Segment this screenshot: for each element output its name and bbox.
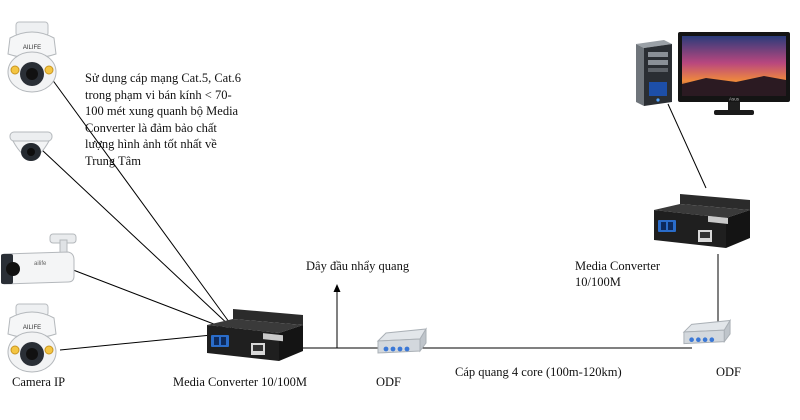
ptz-camera-bottom: AILIFE [7, 303, 57, 373]
dome-camera [9, 131, 53, 161]
media-converter-left [207, 309, 303, 361]
odf-right [682, 318, 731, 345]
cable-camera-ptz-top [37, 59, 233, 327]
label-patch-cord: Dây đầu nhẩy quang [306, 259, 410, 273]
converter-to-pc-line [667, 103, 707, 189]
monitor-brand-label: Asus [729, 97, 740, 102]
cable-usage-note: Sử dụng cáp mạng Cat.5, Cat.6 trong phạm… [85, 71, 242, 168]
odf-left [376, 327, 427, 354]
bullet-camera: ailife [1, 233, 77, 285]
camera-brand-label: AILIFE [23, 325, 41, 331]
label-media-converter-left: Media Converter 10/100M [173, 375, 308, 389]
bullet-brand-label: ailife [34, 261, 47, 267]
label-odf-right: ODF [716, 365, 742, 379]
label-odf-left: ODF [376, 375, 402, 389]
label-media-converter-right: Media Converter 10/100M [575, 259, 660, 290]
cable-camera-dome [41, 149, 233, 329]
monitor: Asus [678, 32, 790, 115]
label-camera-ip: Camera IP [12, 375, 66, 389]
cable-camera-bullet [67, 267, 233, 332]
ptz-camera-top: AILIFE [7, 21, 57, 93]
label-fiber-cable: Cáp quang 4 core (100m-120km) [455, 365, 622, 379]
label-media-converter-right-line1: Media Converter [575, 259, 661, 273]
camera-brand-label: AILIFE [23, 45, 41, 51]
label-media-converter-right-line2: 10/100M [575, 274, 621, 289]
pc-tower [636, 40, 672, 106]
cable-camera-ptz-bottom [59, 332, 233, 351]
media-converter-right [654, 194, 750, 248]
patch-cord-arrowhead [333, 284, 341, 292]
